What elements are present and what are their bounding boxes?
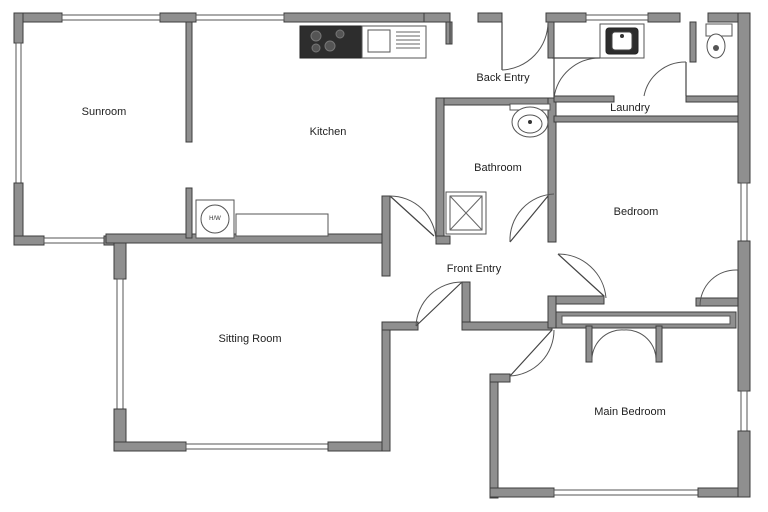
kitchen-fixtures <box>195 25 427 239</box>
room-label-laundry: Laundry <box>610 102 650 114</box>
bathroom-fixtures <box>445 103 551 235</box>
laundry-fixtures <box>599 23 733 59</box>
room-label-front-entry: Front Entry <box>446 263 502 275</box>
room-label-bathroom: Bathroom <box>474 162 522 174</box>
doors <box>389 21 739 377</box>
interior-walls <box>185 21 739 363</box>
exterior-walls <box>13 12 751 499</box>
room-label-main-bedroom: Main Bedroom <box>594 406 666 418</box>
hot-water-label: H/W <box>209 216 221 222</box>
room-label-kitchen: Kitchen <box>309 126 347 138</box>
room-label-sitting-room: Sitting Room <box>218 333 282 345</box>
room-label-bedroom: Bedroom <box>613 206 659 218</box>
room-label-sunroom: Sunroom <box>81 106 127 118</box>
hot-water-icon <box>200 204 230 234</box>
room-label-back-entry: Back Entry <box>476 72 530 84</box>
bench-icon <box>235 213 329 237</box>
